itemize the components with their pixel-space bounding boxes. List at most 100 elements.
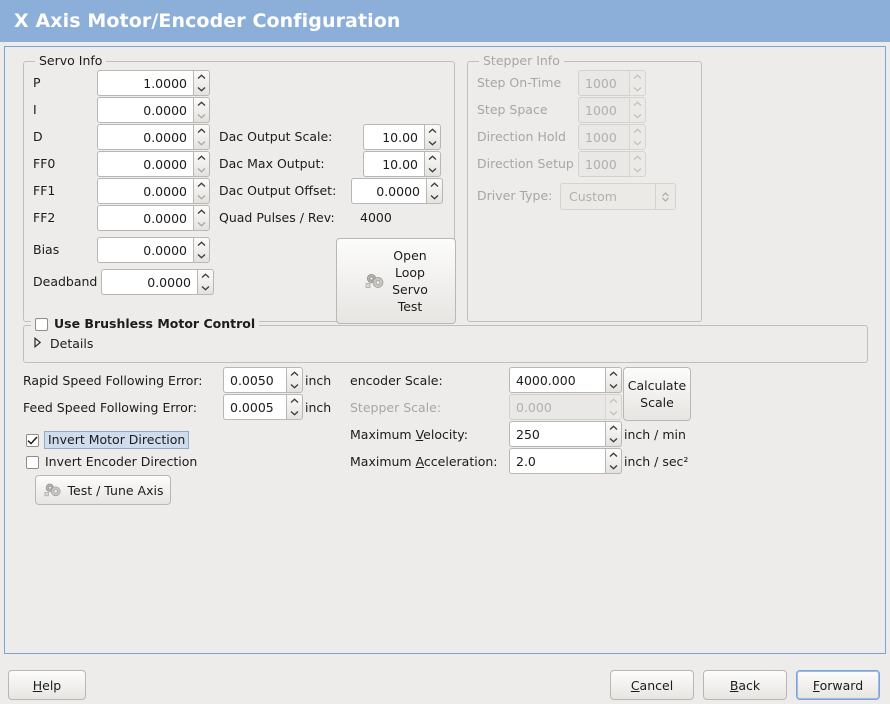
stepper-info-legend: Stepper Info xyxy=(479,53,564,68)
spin-rapid-following-error[interactable]: 0.0050 xyxy=(223,367,303,393)
checkbox-box[interactable] xyxy=(26,455,39,469)
spin-ff2[interactable]: 0.0000 xyxy=(97,205,210,231)
spin-maximum-velocity-buttons[interactable] xyxy=(605,421,622,447)
open-loop-servo-test-button[interactable]: Open Loop Servo Test xyxy=(336,238,456,324)
spin-up-icon[interactable] xyxy=(194,206,209,218)
spin-down-icon[interactable] xyxy=(194,110,209,122)
invert-encoder-direction-checkbox[interactable]: Invert Encoder Direction xyxy=(26,454,197,470)
label-feed-speed-following-error: Feed Speed Following Error: xyxy=(23,400,197,415)
spin-p-buttons[interactable] xyxy=(193,70,210,96)
spin-up-icon[interactable] xyxy=(194,125,209,137)
spin-ff0-buttons[interactable] xyxy=(193,151,210,177)
spin-up-icon[interactable] xyxy=(194,238,209,250)
spin-up-icon[interactable] xyxy=(606,368,621,380)
spin-deadband-buttons[interactable] xyxy=(197,269,214,295)
spin-down-icon[interactable] xyxy=(194,218,209,230)
spin-up-icon[interactable] xyxy=(194,152,209,164)
spin-up-icon[interactable] xyxy=(427,179,442,191)
spin-up-icon[interactable] xyxy=(194,179,209,191)
spin-down-icon[interactable] xyxy=(287,380,302,392)
help-button[interactable]: Help xyxy=(8,670,86,700)
back-button[interactable]: Back xyxy=(703,670,787,700)
spin-i-buttons[interactable] xyxy=(193,97,210,123)
spin-ff0-value[interactable]: 0.0000 xyxy=(97,151,193,177)
cancel-button[interactable]: Cancel xyxy=(610,670,694,700)
spin-ff1[interactable]: 0.0000 xyxy=(97,178,210,204)
forward-button[interactable]: Forward xyxy=(796,670,880,700)
spin-maximum-velocity-value[interactable]: 250 xyxy=(509,421,605,447)
triangle-right-icon[interactable] xyxy=(33,336,42,351)
spin-bias[interactable]: 0.0000 xyxy=(97,237,210,263)
spin-down-icon[interactable] xyxy=(194,250,209,262)
spin-down-icon[interactable] xyxy=(287,407,302,419)
spin-rapid-following-error-value[interactable]: 0.0050 xyxy=(223,367,286,393)
spin-down-icon[interactable] xyxy=(425,164,440,176)
invert-motor-direction-checkbox[interactable]: Invert Motor Direction xyxy=(26,431,190,449)
spin-rapid-following-error-buttons[interactable] xyxy=(286,367,303,393)
spin-up-icon xyxy=(630,71,645,83)
spin-d-buttons[interactable] xyxy=(193,124,210,150)
spin-dac-max-output-value[interactable]: 10.00 xyxy=(363,151,424,177)
spin-up-icon[interactable] xyxy=(425,125,440,137)
spin-down-icon[interactable] xyxy=(198,282,213,294)
spin-dac-max-output[interactable]: 10.00 xyxy=(363,151,441,177)
spin-p-value[interactable]: 1.0000 xyxy=(97,70,193,96)
spin-down-icon[interactable] xyxy=(194,191,209,203)
spin-i-value[interactable]: 0.0000 xyxy=(97,97,193,123)
checkbox-box[interactable] xyxy=(26,433,39,447)
spin-dac-output-scale[interactable]: 10.00 xyxy=(363,124,441,150)
spin-dac-output-offset[interactable]: 0.0000 xyxy=(351,178,443,204)
spin-dac-output-offset-buttons[interactable] xyxy=(426,178,443,204)
spin-down-icon[interactable] xyxy=(194,164,209,176)
spin-encoder-scale-value[interactable]: 4000.000 xyxy=(509,367,605,393)
spin-ff1-buttons[interactable] xyxy=(193,178,210,204)
spin-up-icon[interactable] xyxy=(287,368,302,380)
spin-maximum-acceleration[interactable]: 2.0 xyxy=(509,448,622,474)
use-brushless-motor-control-checkbox[interactable]: Use Brushless Motor Control xyxy=(31,316,260,332)
spin-encoder-scale-buttons[interactable] xyxy=(605,367,622,393)
value-quad-pulses-rev: 4000 xyxy=(360,210,392,225)
spin-dac-max-output-buttons[interactable] xyxy=(424,151,441,177)
spin-d-value[interactable]: 0.0000 xyxy=(97,124,193,150)
spin-down-icon[interactable] xyxy=(606,434,621,446)
spin-down-icon[interactable] xyxy=(606,461,621,473)
spin-maximum-velocity[interactable]: 250 xyxy=(509,421,622,447)
spin-down-icon[interactable] xyxy=(194,137,209,149)
spin-up-icon[interactable] xyxy=(287,395,302,407)
test-tune-axis-button[interactable]: Test / Tune Axis xyxy=(35,475,171,505)
spin-down-icon[interactable] xyxy=(425,137,440,149)
spin-ff0[interactable]: 0.0000 xyxy=(97,151,210,177)
spin-feed-following-error[interactable]: 0.0005 xyxy=(223,394,303,420)
spin-deadband[interactable]: 0.0000 xyxy=(101,269,214,295)
spin-down-icon[interactable] xyxy=(194,83,209,95)
spin-ff1-value[interactable]: 0.0000 xyxy=(97,178,193,204)
spin-feed-following-error-buttons[interactable] xyxy=(286,394,303,420)
spin-encoder-scale[interactable]: 4000.000 xyxy=(509,367,622,393)
spin-up-icon[interactable] xyxy=(198,270,213,282)
spin-up-icon[interactable] xyxy=(194,98,209,110)
spin-d[interactable]: 0.0000 xyxy=(97,124,210,150)
calculate-scale-button[interactable]: Calculate Scale xyxy=(623,367,691,421)
spin-dac-output-offset-value[interactable]: 0.0000 xyxy=(351,178,426,204)
spin-ff2-value[interactable]: 0.0000 xyxy=(97,205,193,231)
spin-up-icon[interactable] xyxy=(606,422,621,434)
spin-feed-following-error-value[interactable]: 0.0005 xyxy=(223,394,286,420)
spin-up-icon[interactable] xyxy=(606,449,621,461)
spin-deadband-value[interactable]: 0.0000 xyxy=(101,269,197,295)
spin-bias-value[interactable]: 0.0000 xyxy=(97,237,193,263)
spin-bias-buttons[interactable] xyxy=(193,237,210,263)
spin-up-icon[interactable] xyxy=(425,152,440,164)
spin-maximum-acceleration-value[interactable]: 2.0 xyxy=(509,448,605,474)
spin-p[interactable]: 1.0000 xyxy=(97,70,210,96)
spin-down-icon[interactable] xyxy=(427,191,442,203)
spin-down-icon[interactable] xyxy=(606,380,621,392)
spin-maximum-acceleration-buttons[interactable] xyxy=(605,448,622,474)
details-expander[interactable]: Details xyxy=(33,336,93,351)
checkbox-box[interactable] xyxy=(35,317,48,331)
label-driver-type: Driver Type: xyxy=(477,188,553,203)
spin-dac-output-scale-value[interactable]: 10.00 xyxy=(363,124,424,150)
spin-ff2-buttons[interactable] xyxy=(193,205,210,231)
spin-i[interactable]: 0.0000 xyxy=(97,97,210,123)
spin-dac-output-scale-buttons[interactable] xyxy=(424,124,441,150)
spin-up-icon[interactable] xyxy=(194,71,209,83)
